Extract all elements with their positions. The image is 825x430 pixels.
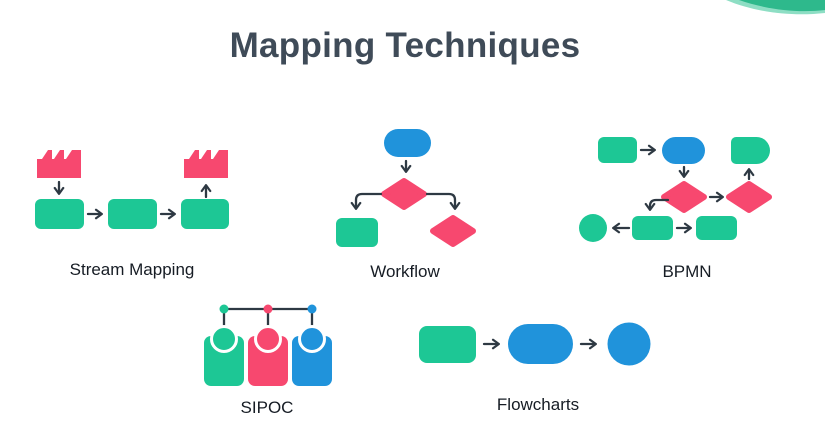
process-rect	[336, 218, 378, 247]
connector-circle	[607, 322, 651, 366]
decision-diamond	[381, 178, 427, 210]
connector-dot	[219, 304, 229, 314]
person-head	[254, 325, 282, 353]
process-rect	[108, 199, 157, 229]
factory-icon	[37, 150, 81, 178]
task-rect	[632, 216, 673, 240]
end-event-shape	[731, 137, 770, 164]
decision-diamond	[430, 215, 476, 247]
process-rect	[181, 199, 229, 229]
section-label-flowcharts: Flowcharts	[496, 395, 580, 414]
start-event-circle	[579, 214, 607, 242]
terminator-pill	[508, 324, 573, 364]
event-pill	[662, 137, 705, 164]
process-rect	[419, 326, 476, 363]
process-rect	[35, 199, 84, 229]
task-rect	[696, 216, 737, 240]
connector-dot	[307, 304, 317, 314]
sipoc-diagram	[204, 304, 332, 386]
section-label-sipoc: SIPOC	[240, 398, 294, 417]
gateway-diamond	[726, 181, 772, 213]
workflow-diagram	[336, 129, 476, 247]
flowcharts-diagram	[419, 322, 651, 366]
connector-dot	[263, 304, 273, 314]
bpmn-diagram	[579, 137, 772, 242]
person-head	[210, 325, 238, 353]
elbow-arrow-down-right-icon	[425, 192, 455, 208]
factory-icon	[184, 150, 228, 178]
corner-wave-main	[739, 0, 825, 12]
section-label-workflow: Workflow	[370, 262, 440, 281]
elbow-arrow-down-left-icon	[356, 192, 383, 208]
elbow-arrow-down-left-icon	[650, 198, 670, 209]
gateway-diamond	[661, 181, 707, 213]
page-title: Mapping Techniques	[229, 26, 581, 65]
terminator-pill	[384, 129, 431, 157]
corner-wave-decoration	[726, 0, 825, 15]
section-label-bpmn: BPMN	[662, 262, 712, 281]
stream-mapping-diagram	[35, 150, 229, 229]
person-head	[298, 325, 326, 353]
section-label-stream-mapping: Stream Mapping	[69, 260, 195, 279]
task-rect	[598, 137, 637, 163]
